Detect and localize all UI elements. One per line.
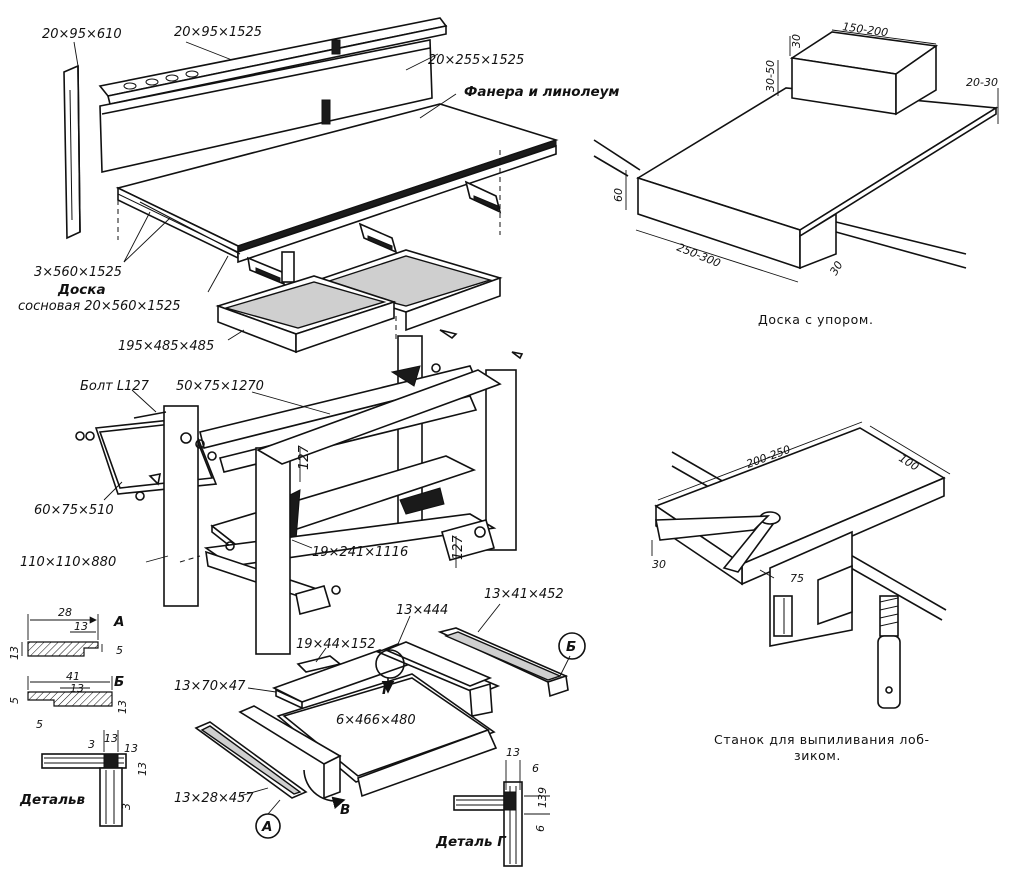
detail-v-dim-right: 13: [136, 762, 149, 776]
bolt-label: Болт L127: [80, 379, 150, 394]
profile-b: 41 13 Б 5 13 5: [8, 670, 129, 731]
profile-b-letter: Б: [114, 674, 124, 690]
detail-v-dim-left: 3: [88, 738, 95, 751]
side-a-label: 13×444: [396, 603, 448, 618]
profile-b-width-inner: 13: [70, 682, 84, 695]
rail-gap-bottom-label: 127: [451, 534, 466, 560]
back-board-label: 20×255×1525: [428, 53, 524, 68]
workbench-exploded-view: 20×95×610 20×95×1525 20×255×1525 Фанера …: [18, 17, 619, 655]
leg-label: 110×110×880: [20, 555, 116, 570]
back-post: [63, 64, 81, 240]
worktop-cleats: [246, 180, 502, 286]
detail-g-caption: Деталь Г: [435, 834, 507, 850]
detail-v-dim-bottom: 3: [120, 803, 133, 810]
worktop: [115, 103, 559, 264]
bottom-panel-label: 6×466×480: [336, 713, 416, 728]
detail-g-dim-top: 13: [506, 746, 520, 759]
stop-depth-dim: 30: [790, 34, 803, 48]
stop-height-dim: 30-50: [764, 60, 777, 92]
marker-g: Г: [382, 682, 392, 698]
board-height-dim: 60: [612, 188, 625, 202]
profile-b-width-total: 41: [66, 670, 80, 683]
board-with-stop-caption: Доска с упором.: [758, 312, 874, 327]
runner-a-label: 13×28×457: [174, 791, 254, 806]
rail-gap-top-label: 127: [297, 444, 312, 470]
marker-b-circle: [558, 632, 586, 660]
handle-label: 19×44×152: [296, 637, 376, 652]
drawer-parts: 19×44×152 13×444 13×41×452 13×70×47 6×46…: [174, 587, 586, 839]
detail-g-dim-right-a: 13: [536, 794, 549, 808]
detail-v: 3 13 13 13 3 Детальв: [19, 730, 149, 827]
drawer-pair: [215, 249, 503, 354]
front-panel-label: 13×70×47: [174, 679, 246, 694]
back-post-label: 20×95×610: [42, 27, 122, 42]
top-rail-label: 20×95×1525: [174, 25, 262, 40]
profile-a-letter: А: [113, 614, 124, 630]
shelf-label: 19×241×1116: [312, 545, 408, 560]
board-width-dim: 250-300: [675, 241, 722, 270]
profile-a-width-inner: 13: [74, 620, 88, 633]
detail-g-dim-bottom: 6: [534, 825, 547, 832]
jigsaw-slot-dim: 75: [790, 572, 804, 585]
profile-a: 28 13 А 13 5: [8, 606, 124, 660]
marker-b: Б: [566, 639, 576, 655]
profile-b-height-left: 5: [8, 697, 21, 704]
top-rail: [98, 17, 448, 105]
profile-a-step: 5: [116, 644, 123, 657]
drawer-size-label: 195×485×485: [118, 339, 214, 354]
detail-g: 13 6 13 9 6 Деталь Г: [435, 746, 550, 867]
profile-b-height-right: 13: [116, 700, 129, 714]
frame: [75, 329, 524, 655]
jigsaw-table: 200-250 100 30 75 Станок для выпиливания…: [651, 421, 951, 763]
profile-b-bottom: 5: [36, 718, 43, 731]
long-rail-label: 50×75×1270: [176, 379, 264, 394]
detail-g-dim-right-b: 9: [536, 787, 549, 794]
workbench-leaders: [73, 41, 457, 563]
runner-b-label: 13×41×452: [484, 587, 564, 602]
detail-v-caption: Детальв: [19, 792, 86, 808]
stop-width-dim: 150-200: [842, 20, 889, 39]
detail-g-dim-top-small: 6: [532, 762, 539, 775]
pine-board-label-2: сосновая 20×560×1525: [18, 299, 181, 314]
plywood-label: 3×560×1525: [34, 265, 122, 280]
side-rail-label: 60×75×510: [34, 503, 114, 518]
jigsaw-thickness-dim: 30: [652, 558, 666, 571]
back-board: [99, 39, 433, 173]
board-with-stop: 150-200 30 30-50 20-30 60 250-300 30 Дос…: [593, 20, 999, 327]
marker-v: В: [340, 802, 350, 818]
marker-a: А: [261, 819, 272, 835]
jigsaw-caption-line2: зиком.: [794, 748, 841, 763]
detail-v-dim-a: 13: [104, 732, 118, 745]
pine-board-label-1: Доска: [57, 282, 106, 298]
board-thickness-dim: 20-30: [966, 76, 998, 89]
board-support-dim: 30: [827, 259, 845, 278]
top-cover-label: Фанера и линолеум: [464, 84, 619, 100]
profile-a-height: 13: [8, 646, 21, 660]
jigsaw-caption-line1: Станок для выпиливания лоб-: [714, 732, 930, 747]
profile-a-width-total: 28: [58, 606, 72, 619]
detail-v-dim-b: 13: [124, 742, 138, 755]
